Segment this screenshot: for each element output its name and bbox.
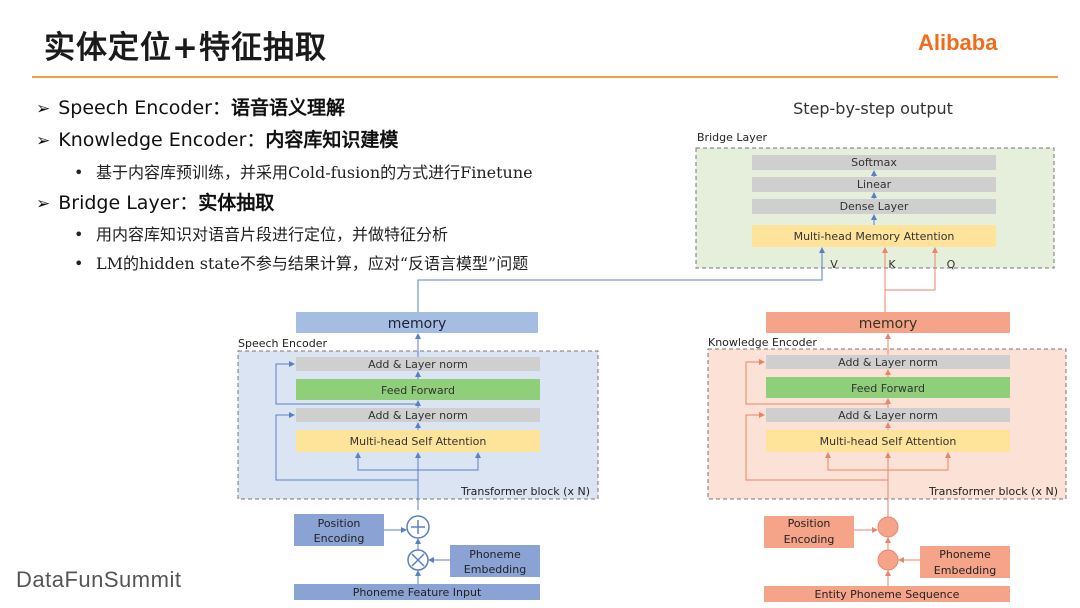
svg-text:Add & Layer norm: Add & Layer norm [368, 409, 468, 422]
sub-bullet-text: LM的hidden state不参与结果计算，应对“反语言模型”问题 [96, 254, 529, 273]
input-k-label: K [888, 258, 896, 271]
knowledge-phoneme-embedding: Phoneme Embedding [920, 546, 1010, 578]
knowledge-feed-forward: Feed Forward [766, 377, 1010, 398]
bridge-softmax: Softmax [752, 155, 996, 170]
svg-text:Multi-head Memory Attention: Multi-head Memory Attention [794, 230, 955, 243]
input-q-label: Q [947, 258, 956, 271]
sub-bullet: •用内容库知识对语音片段进行定位，并做特征分析 [74, 225, 449, 244]
knowledge-position-encoding: Position Encoding [764, 516, 854, 548]
title-divider [32, 76, 1058, 78]
svg-text:Linear: Linear [857, 178, 892, 191]
input-v-label: V [830, 258, 838, 271]
speech-feed-forward: Feed Forward [296, 379, 540, 400]
svg-text:Dense Layer: Dense Layer [840, 200, 909, 213]
page-title: 实体定位+特征抽取 [44, 30, 327, 66]
speech-add-norm-top: Add & Layer norm [296, 357, 540, 371]
svg-text:Embedding: Embedding [464, 563, 526, 576]
bullet-knowledge-encoder: ➢ Knowledge Encoder：内容库知识建模 [36, 125, 398, 152]
bullet-term: Speech Encoder： [58, 97, 231, 119]
knowledge-memory: memory [766, 312, 1010, 333]
step-output-label: Step-by-step output [793, 99, 953, 118]
bullet-desc: 内容库知识建模 [265, 129, 399, 151]
knowledge-self-attention: Multi-head Self Attention [766, 430, 1010, 452]
bullet-speech-encoder: ➢ Speech Encoder：语音语义理解 [36, 93, 345, 120]
speech-to-bridge-line [417, 247, 825, 312]
sub-bullet: •LM的hidden state不参与结果计算，应对“反语言模型”问题 [74, 254, 529, 273]
knowledge-block-label: Transformer block (x N) [928, 485, 1058, 498]
svg-text:Multi-head Self Attention: Multi-head Self Attention [350, 435, 487, 448]
svg-text:Entity Phoneme Sequence: Entity Phoneme Sequence [815, 588, 960, 601]
bullet-bridge-layer: ➢ Bridge Layer：实体抽取 [36, 188, 274, 215]
knowledge-to-bridge-q-line [885, 247, 938, 291]
bullet-desc: 语音语义理解 [230, 97, 345, 119]
svg-text:Position: Position [318, 517, 361, 530]
svg-text:Position: Position [788, 517, 831, 530]
add-operator-icon [877, 516, 899, 538]
bullet-desc: 实体抽取 [198, 192, 275, 214]
knowledge-entity-input: Entity Phoneme Sequence [764, 586, 1010, 602]
bridge-dense-layer: Dense Layer [752, 199, 996, 214]
svg-text:Phoneme: Phoneme [939, 548, 991, 561]
speech-phoneme-embedding: Phoneme Embedding [450, 545, 540, 577]
svg-text:Feed Forward: Feed Forward [381, 384, 455, 397]
svg-text:Multi-head Self Attention: Multi-head Self Attention [820, 435, 957, 448]
svg-text:Phoneme Feature Input: Phoneme Feature Input [353, 586, 482, 599]
svg-text:Encoding: Encoding [784, 533, 835, 546]
speech-add-norm-bottom: Add & Layer norm [296, 408, 540, 422]
sub-bullet-text: 基于内容库预训练，并采用Cold-fusion的方式进行Finetune [96, 163, 533, 182]
svg-text:Add & Layer norm: Add & Layer norm [838, 356, 938, 369]
arrow-bullet-icon: ➢ [36, 131, 51, 151]
bullet-term: Knowledge Encoder： [58, 129, 266, 151]
speech-feature-input: Phoneme Feature Input [294, 584, 540, 600]
speech-position-encoding: Position Encoding [294, 514, 384, 546]
svg-text:Add & Layer norm: Add & Layer norm [368, 358, 468, 371]
svg-text:memory: memory [388, 316, 447, 332]
multiply-operator-icon [877, 549, 899, 571]
svg-text:Softmax: Softmax [851, 156, 897, 169]
speech-self-attention: Multi-head Self Attention [296, 430, 540, 452]
arrow-bullet-icon: ➢ [36, 194, 51, 214]
bridge-memory-attention: Multi-head Memory Attention [752, 225, 996, 247]
svg-text:Phoneme: Phoneme [469, 548, 521, 561]
speech-memory: memory [296, 312, 538, 333]
knowledge-encoder-box [707, 348, 1067, 500]
speech-block-label: Transformer block (x N) [460, 485, 590, 498]
bridge-layer-label: Bridge Layer [697, 131, 768, 144]
svg-text:Encoding: Encoding [314, 532, 365, 545]
bullet-term: Bridge Layer： [58, 192, 199, 214]
knowledge-add-norm-bottom: Add & Layer norm [766, 408, 1010, 422]
sub-bullet: •基于内容库预训练，并采用Cold-fusion的方式进行Finetune [74, 163, 533, 182]
arrow-bullet-icon: ➢ [36, 99, 51, 119]
alibaba-logo: Alibaba [918, 30, 998, 55]
watermark: DataFunSummit [16, 567, 182, 592]
speech-encoder-label: Speech Encoder [238, 337, 327, 350]
knowledge-encoder-label: Knowledge Encoder [708, 336, 817, 349]
svg-text:Add & Layer norm: Add & Layer norm [838, 409, 938, 422]
knowledge-add-norm-top: Add & Layer norm [766, 355, 1010, 369]
sub-bullet-text: 用内容库知识对语音片段进行定位，并做特征分析 [96, 225, 449, 244]
svg-text:memory: memory [859, 316, 918, 332]
svg-text:Feed Forward: Feed Forward [851, 382, 925, 395]
svg-text:Embedding: Embedding [934, 564, 996, 577]
bridge-linear: Linear [752, 177, 996, 192]
